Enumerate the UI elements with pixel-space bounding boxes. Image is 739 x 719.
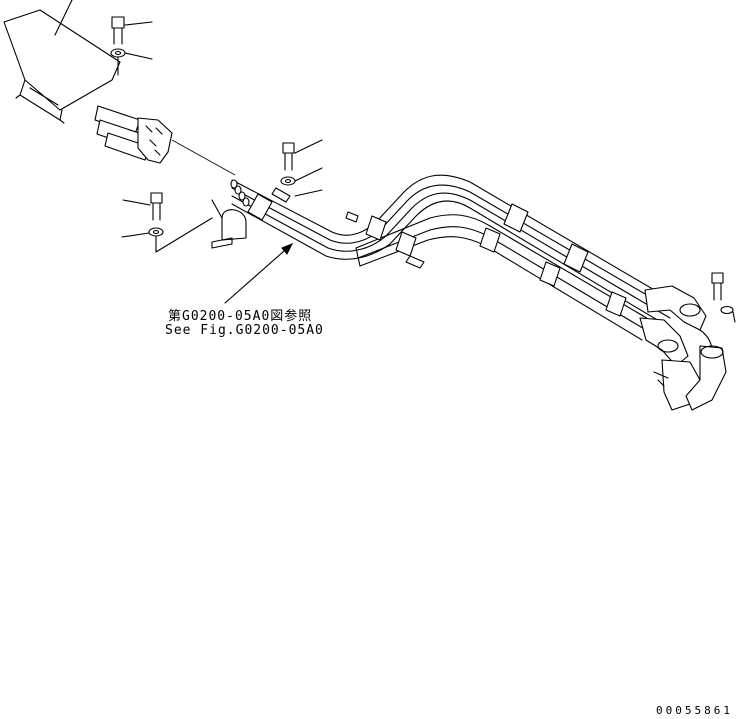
harness-clamp-5 [479, 227, 501, 253]
washer-top [110, 48, 153, 76]
reference-leader-arrow [224, 243, 294, 304]
washer-middle [280, 167, 323, 197]
connector-cluster [94, 105, 236, 176]
reference-note-en: See Fig.G0200-05A0 [165, 323, 324, 338]
harness-clamp-3 [395, 231, 425, 269]
bolt-left [122, 192, 163, 221]
bolt-top [111, 16, 153, 45]
washer-left [121, 217, 213, 253]
drawing-number: 00055861 [656, 704, 733, 717]
harness-clamp-1 [247, 187, 291, 221]
mounting-bracket [3, 0, 121, 124]
washer-right [720, 305, 736, 323]
elbow-connector-lower [639, 317, 727, 411]
bolt-middle [282, 139, 323, 171]
harness-clamp-6 [563, 243, 589, 273]
clamp-left [211, 199, 247, 249]
harness-clamp-2 [345, 211, 387, 241]
harness-clamp-7 [539, 261, 561, 287]
reference-note-jp: 第G0200-05A0図参照 [168, 309, 313, 324]
harness-clamp-4 [503, 203, 529, 233]
harness-clamp-8 [605, 291, 627, 317]
bolt-right [711, 272, 724, 301]
